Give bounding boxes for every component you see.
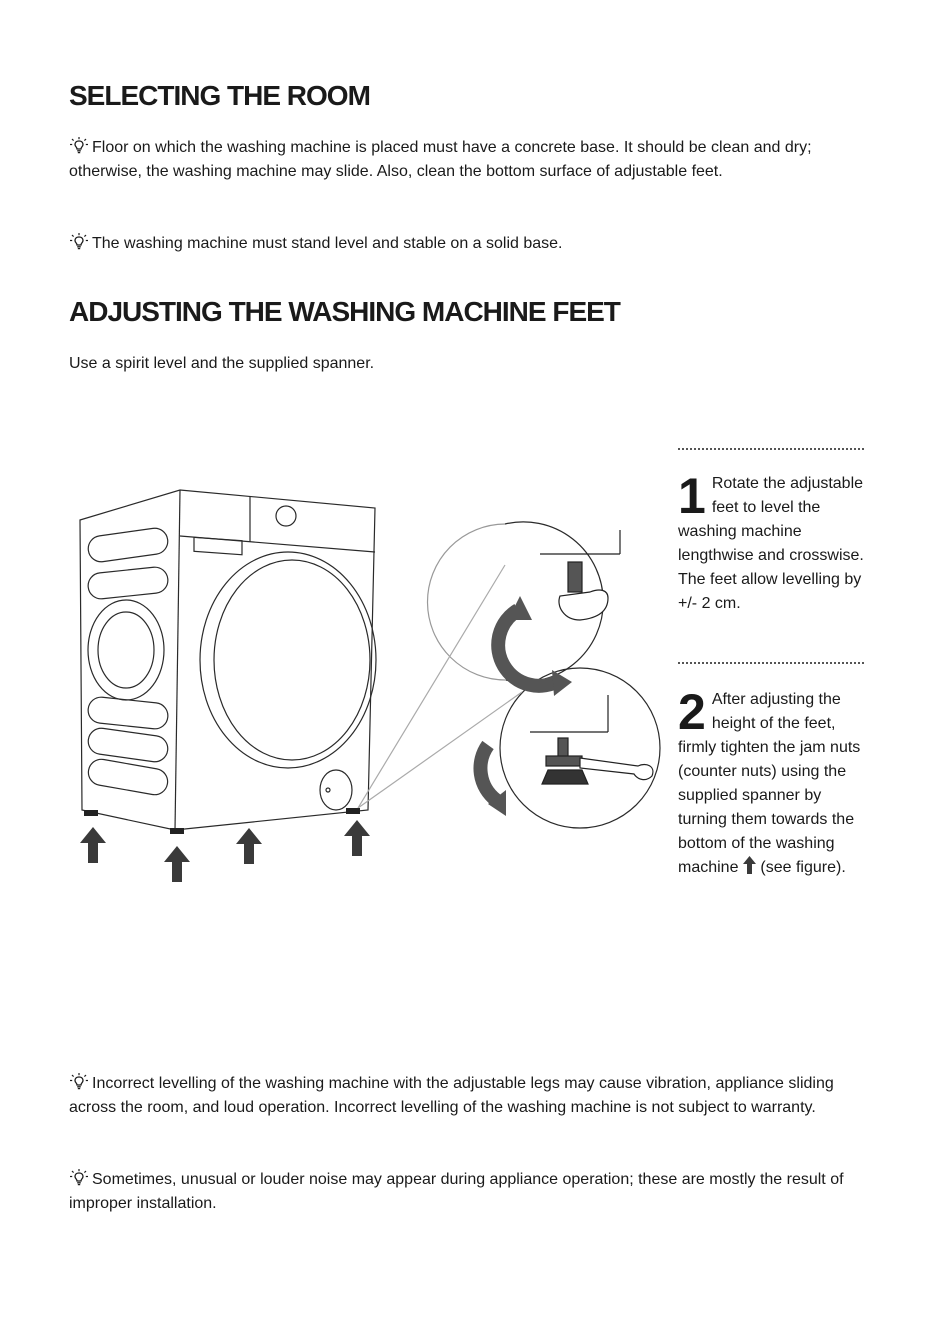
step-1-number: 1 [678,468,706,524]
tip-level-text: The washing machine must stand level and… [92,235,563,252]
tip-floor-text: Floor on which the washing machine is pl… [69,139,812,180]
machine-door [199,551,377,769]
tip-level: The washing machine must stand level and… [69,232,869,256]
heading-selecting-room: SELECTING THE ROOM [69,80,371,111]
step-2-text-end: (see figure). [760,859,846,876]
up-arrow-icon [742,856,756,874]
lightbulb-icon [69,137,89,155]
up-arrow-icon [80,827,106,863]
up-arrow-icon [236,828,262,864]
up-arrow-icon [164,846,190,882]
tip-floor: Floor on which the washing machine is pl… [69,136,869,184]
step-2: 2 After adjusting the height of the feet… [678,684,870,880]
lightbulb-icon [69,1169,89,1187]
machine-body [79,489,376,831]
note-noise: Sometimes, unusual or louder noise may a… [69,1168,849,1216]
note-levelling-text: Incorrect levelling of the washing machi… [69,1075,834,1116]
control-dial [275,505,297,527]
intro-text: Use a spirit level and the supplied span… [69,355,375,372]
up-arrow-icon [344,820,370,856]
step-2-text: After adjusting the height of the feet, … [678,691,861,876]
filter-cap [319,769,353,811]
step-2-number: 2 [678,684,706,740]
divider-dotted [678,662,864,664]
detail-circle-bottom [499,667,661,829]
heading-adjusting-feet: ADJUSTING THE WASHING MACHINE FEET [69,296,621,327]
step-1-text: Rotate the adjustable feet to level the … [678,475,864,612]
step-1: 1 Rotate the adjustable feet to level th… [678,468,870,616]
lightbulb-icon [69,1073,89,1091]
divider-dotted [678,448,864,450]
note-noise-text: Sometimes, unusual or louder noise may a… [69,1171,844,1212]
rotate-arrow-bottom [473,740,501,806]
note-levelling: Incorrect levelling of the washing machi… [69,1072,869,1120]
rotate-arrow-top [491,604,564,693]
washing-machine-figure [79,489,661,882]
lightbulb-icon [69,233,89,251]
